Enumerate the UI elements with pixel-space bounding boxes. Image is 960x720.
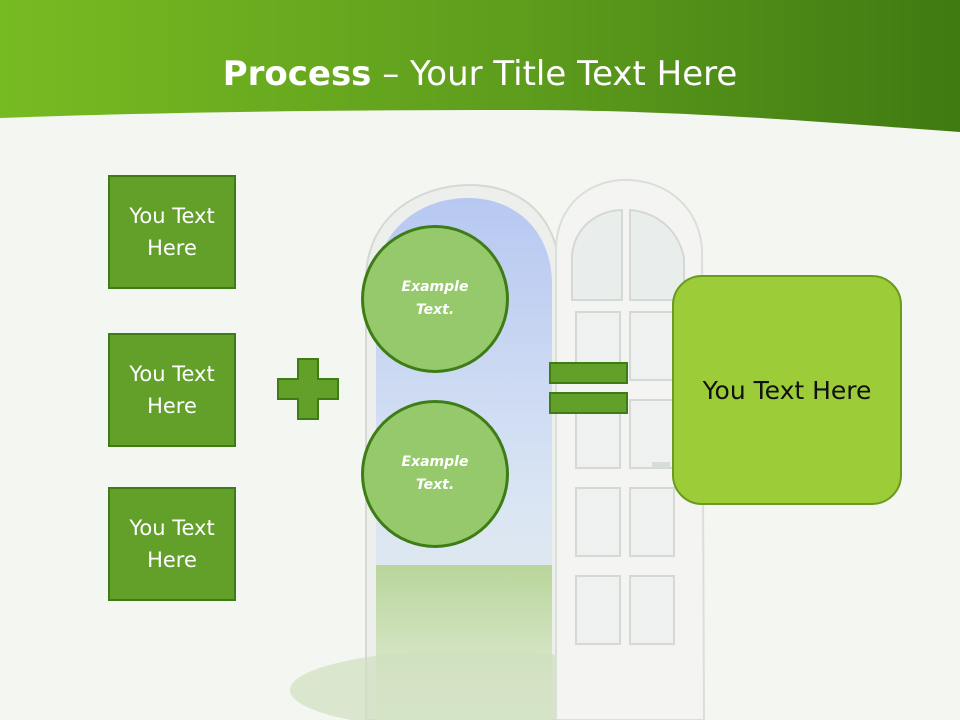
plus-icon	[277, 358, 339, 420]
example-circle-label: Example Text.	[401, 454, 469, 493]
page-title: Process – Your Title Text Here	[0, 52, 960, 96]
header-banner	[0, 0, 960, 132]
title-rest: – Your Title Text Here	[371, 54, 738, 94]
example-circle-2[interactable]: Example Text.	[361, 400, 509, 548]
input-box-2[interactable]: You Text Here	[108, 333, 236, 447]
example-circle-1[interactable]: Example Text.	[361, 225, 509, 373]
input-box-label: You Text Here	[129, 516, 215, 572]
input-box-label: You Text Here	[129, 204, 215, 260]
title-bold: Process	[222, 54, 372, 94]
input-box-1[interactable]: You Text Here	[108, 175, 236, 289]
input-box-3[interactable]: You Text Here	[108, 487, 236, 601]
example-circle-label: Example Text.	[401, 279, 469, 318]
input-box-label: You Text Here	[129, 362, 215, 418]
result-box-label: You Text Here	[702, 375, 872, 405]
equals-icon	[549, 362, 628, 414]
result-box[interactable]: You Text Here	[672, 275, 902, 505]
